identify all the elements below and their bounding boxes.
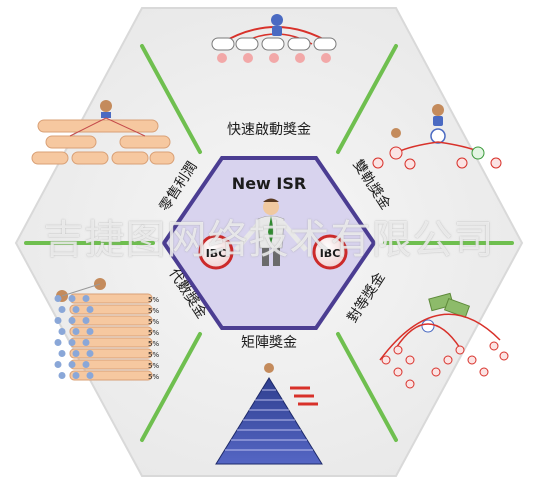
- member-icon: [82, 317, 90, 324]
- member-icon: [86, 372, 94, 379]
- bonus-label-bottom: 矩陣獎金: [241, 335, 297, 351]
- binary-illustration: [372, 104, 502, 170]
- member-icon: [54, 361, 62, 368]
- generation-row-label: 5%: [148, 340, 159, 348]
- member-icon: [86, 328, 94, 335]
- member-icon: [58, 328, 66, 335]
- member-icon: [68, 295, 76, 302]
- divider-lines: [24, 44, 514, 442]
- generation-row-bar: [69, 337, 153, 348]
- bonus-label-top: 快速啟動獎金: [227, 122, 311, 138]
- member-icon: [72, 328, 80, 335]
- generation-row-bar: [69, 348, 153, 359]
- generation-row-bar: [69, 326, 153, 337]
- fast-start-illustration: [211, 14, 337, 63]
- member-icon: [82, 361, 90, 368]
- member-icon: [54, 339, 62, 346]
- member-icon: [82, 295, 90, 302]
- generation-row-bar: [69, 315, 153, 326]
- member-icon: [68, 339, 76, 346]
- member-icon: [86, 306, 94, 313]
- generation-row-label: 5%: [148, 307, 159, 315]
- ibc-label-right: IBC: [320, 247, 341, 260]
- generation-row-label: 5%: [148, 329, 159, 337]
- member-icon: [58, 350, 66, 357]
- ibc-label-left: IBC: [206, 247, 227, 260]
- matrix-pyramid: [215, 363, 323, 465]
- ibc-badge-left: IBC: [198, 234, 234, 270]
- member-icon: [72, 350, 80, 357]
- generation-row-label: 5%: [148, 318, 159, 326]
- generation-row-bar: [69, 293, 153, 304]
- generation-row-label: 5%: [148, 373, 159, 381]
- member-icon: [54, 295, 62, 302]
- generation-row-label: 5%: [148, 296, 159, 304]
- generation-row-label: 5%: [148, 351, 159, 359]
- member-icon: [72, 306, 80, 313]
- member-icon: [58, 306, 66, 313]
- center-title: New ISR: [232, 174, 306, 193]
- member-icon: [68, 317, 76, 324]
- generation-row-bar: [69, 370, 153, 381]
- matching-illustration: [379, 292, 509, 389]
- member-icon: [68, 361, 76, 368]
- member-icon: [86, 350, 94, 357]
- member-icon: [54, 317, 62, 324]
- member-icon: [82, 339, 90, 346]
- generation-illustration: 5% 5% 5% 5% 5% 5% 5% 5%: [54, 278, 159, 381]
- generation-row-bar: [69, 359, 153, 370]
- businessman-figure: [234, 198, 308, 266]
- member-icon: [72, 372, 80, 379]
- ibc-badge-right: IBC: [312, 234, 348, 270]
- generation-row-bar: [69, 304, 153, 315]
- member-icon: [58, 372, 66, 379]
- retail-illustration: [31, 100, 175, 165]
- generation-row-label: 5%: [148, 362, 159, 370]
